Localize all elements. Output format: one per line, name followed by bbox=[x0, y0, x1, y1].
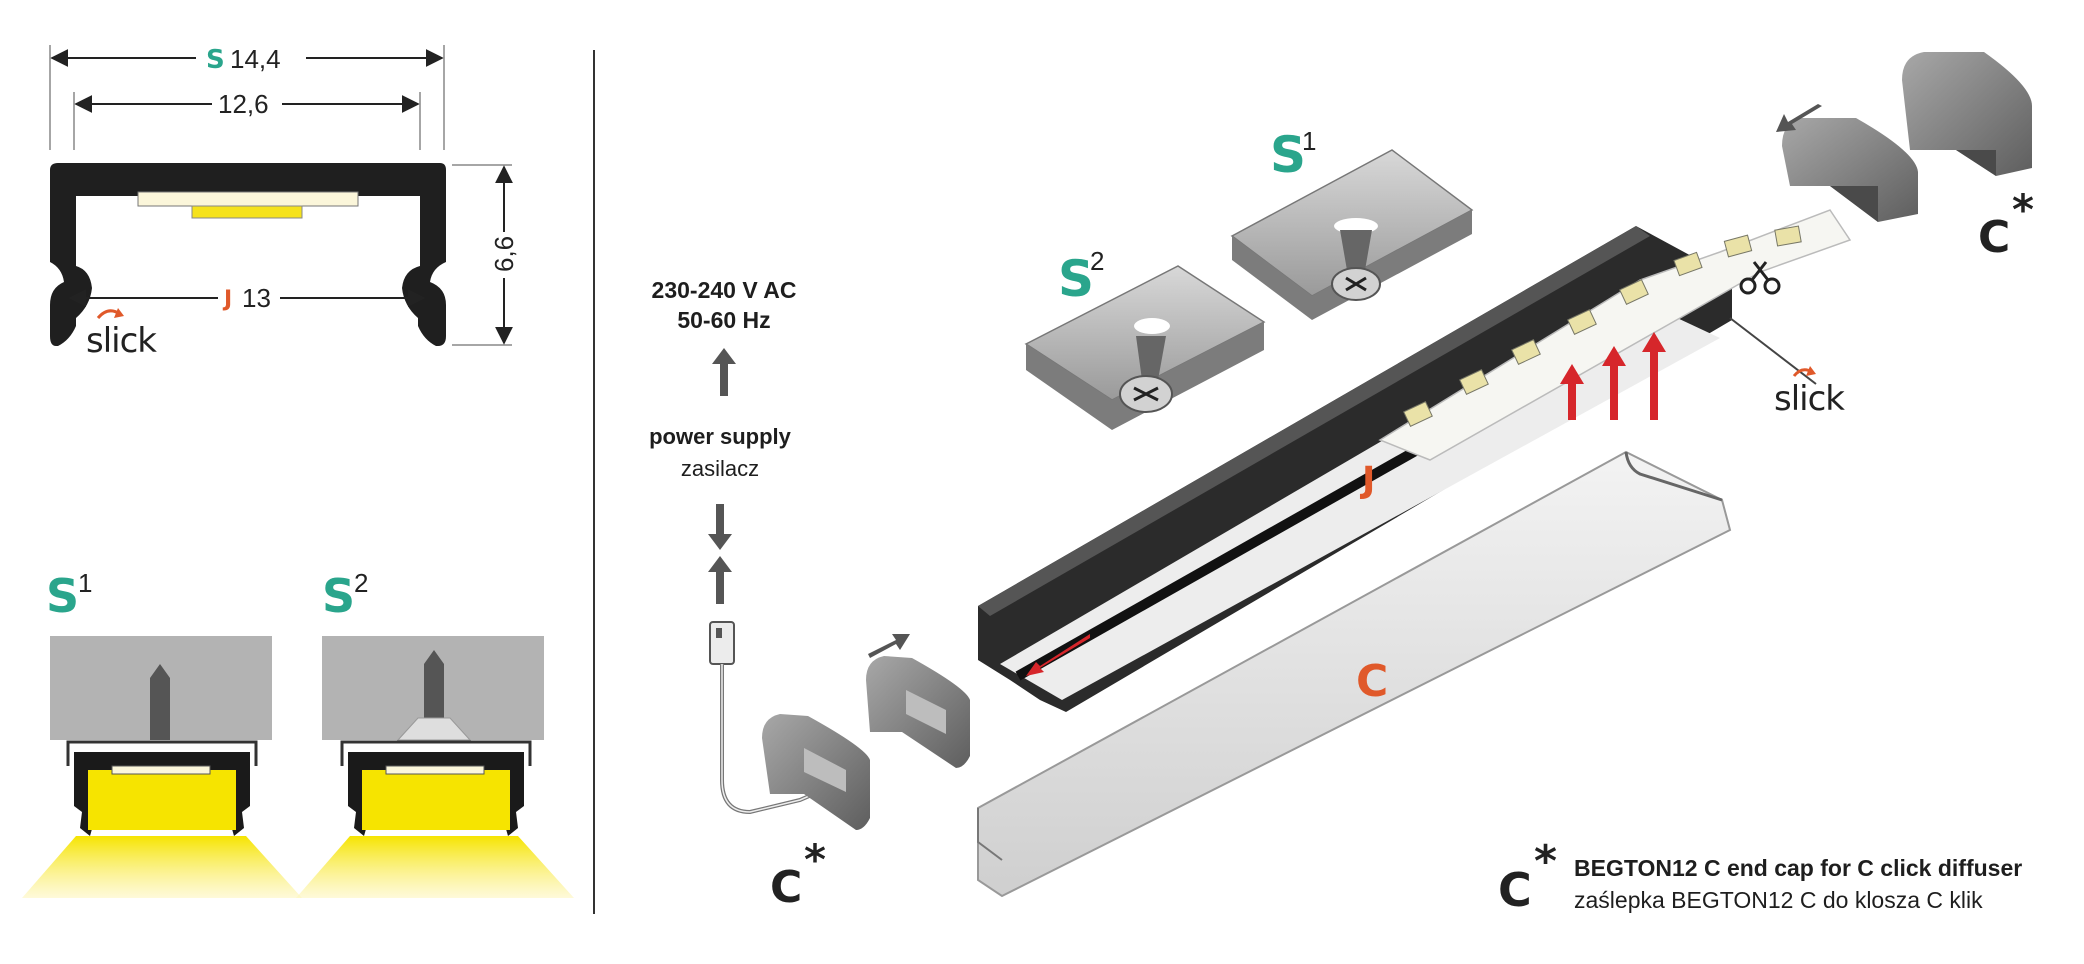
endcap-left-mark: * bbox=[804, 835, 826, 884]
section-view-s1: S 1 bbox=[22, 568, 302, 898]
power-supply-group: 230-240 V AC 50-60 Hz power supply zasil… bbox=[649, 277, 861, 815]
down-arrow-icon bbox=[708, 504, 732, 550]
section-view-s2: S 2 bbox=[296, 568, 574, 898]
legend-code: C bbox=[1498, 863, 1532, 917]
strip-width-letter: J bbox=[222, 287, 232, 312]
led-strip-section bbox=[137, 191, 359, 207]
section-s2-sup: 2 bbox=[354, 568, 368, 598]
led-strip-s1 bbox=[111, 765, 211, 775]
wedge-block-s2 bbox=[396, 717, 472, 741]
power-voltage: 230-240 V AC bbox=[652, 277, 797, 303]
red-insert-arrows bbox=[1026, 332, 1666, 676]
outer-width-value: 14,4 bbox=[230, 44, 281, 74]
aluminium-profile-shape bbox=[50, 163, 446, 346]
led-strip-s2 bbox=[385, 765, 485, 775]
slick-logo: slick bbox=[86, 308, 158, 361]
end-cap-left-outer bbox=[762, 714, 870, 830]
mounting-bracket-s2 bbox=[1024, 265, 1266, 430]
mounting-clip-s1 bbox=[66, 740, 258, 766]
led-strip-on-rail bbox=[1378, 209, 1852, 461]
power-label-pl: zasilacz bbox=[681, 456, 759, 481]
section-s2-label: S bbox=[322, 569, 355, 623]
endcap-right-mark: * bbox=[2012, 185, 2034, 234]
bracket-s2-label: S bbox=[1058, 250, 1094, 308]
endcap-right-label: C bbox=[1978, 212, 2010, 263]
diffuser-label: C bbox=[1356, 656, 1388, 707]
bracket-s2-sup: 2 bbox=[1090, 246, 1104, 276]
end-cap-right-back bbox=[1902, 52, 2032, 176]
strip-label: J bbox=[1359, 460, 1375, 501]
led-chip-section bbox=[191, 205, 303, 219]
slick-logo-exploded: slick bbox=[1774, 366, 1846, 419]
light-cone-s1 bbox=[22, 836, 302, 898]
legend-title-pl: zaślepka BEGTON12 C do klosza C klik bbox=[1574, 887, 1983, 913]
screw-s1 bbox=[150, 664, 170, 740]
power-label-en: power supply bbox=[649, 424, 792, 449]
inner-width-value: 12,6 bbox=[218, 89, 269, 119]
cap-arrow-left-icon bbox=[868, 634, 910, 658]
slick-logo-text: slick bbox=[86, 321, 157, 361]
mounting-clip-s2 bbox=[340, 740, 532, 766]
legend-title-en: BEGTON12 C end cap for C click diffuser bbox=[1574, 855, 2022, 881]
section-s1-sup: 1 bbox=[78, 568, 92, 598]
profile-cross-section: S 14,4 12,6 J 13 6,6 slick bbox=[49, 42, 520, 361]
screw-s2 bbox=[424, 650, 444, 718]
end-cap-right-front bbox=[1782, 118, 1918, 222]
legend-endcap: C * BEGTON12 C end cap for C click diffu… bbox=[1498, 836, 2022, 917]
power-frequency: 50-60 Hz bbox=[677, 307, 770, 333]
endcap-left-label: C bbox=[770, 862, 802, 913]
up-arrow-small-icon bbox=[708, 556, 732, 604]
strip-width-value: 13 bbox=[242, 283, 271, 313]
outer-width-letter: S bbox=[206, 45, 225, 75]
section-s1-label: S bbox=[46, 569, 79, 623]
scissors-icon bbox=[1739, 261, 1781, 295]
exploded-view: C J slick bbox=[762, 52, 2034, 913]
bracket-s1-label: S bbox=[1270, 126, 1306, 184]
slick-pointer-line bbox=[1729, 317, 1817, 385]
bracket-s1-sup: 1 bbox=[1302, 126, 1316, 156]
legend-mark: * bbox=[1534, 836, 1557, 887]
mounting-bracket-s1 bbox=[1230, 149, 1474, 320]
light-cone-s2 bbox=[296, 836, 574, 898]
height-value: 6,6 bbox=[489, 236, 519, 272]
slick-logo-exploded-text: slick bbox=[1774, 379, 1845, 419]
up-arrow-icon bbox=[712, 348, 736, 396]
cap-arrow-right-icon bbox=[1776, 104, 1822, 132]
end-cap-left-inner bbox=[866, 656, 970, 768]
